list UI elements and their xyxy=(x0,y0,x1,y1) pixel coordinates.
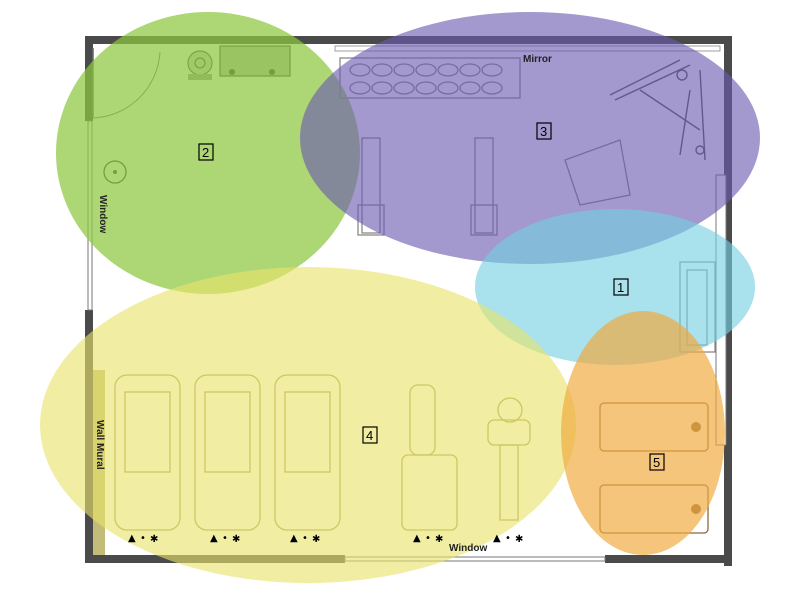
svg-text:3: 3 xyxy=(540,124,547,139)
zone-5-area xyxy=(561,311,725,555)
zone-5-label: 5 xyxy=(649,453,665,471)
zone-3-area xyxy=(300,12,760,264)
zone-3-label: 3 xyxy=(536,122,552,140)
svg-text:4: 4 xyxy=(366,428,373,443)
zone-2-area xyxy=(56,12,360,294)
mirror-label: Mirror xyxy=(523,54,552,65)
symbol-asterisk: ✱ xyxy=(435,534,443,545)
equipment-symbols: ▲ • ✱ ▲ • ✱ ▲ • ✱ ▲ • ✱ ▲ • ✱ xyxy=(128,533,523,545)
symbol-dot: • xyxy=(222,533,228,544)
symbol-dot: • xyxy=(505,533,511,544)
zone-2-label: 2 xyxy=(198,143,214,161)
symbol-asterisk: ✱ xyxy=(150,534,158,545)
zone-labels: 1 2 3 4 5 xyxy=(198,122,665,471)
svg-text:2: 2 xyxy=(202,145,209,160)
zone-1-label: 1 xyxy=(613,278,629,296)
symbol-dot: • xyxy=(140,533,146,544)
symbol-asterisk: ✱ xyxy=(515,534,523,545)
svg-text:5: 5 xyxy=(653,455,660,470)
symbol-triangle: ▲ xyxy=(128,533,136,544)
window-left-label: Window xyxy=(97,195,108,233)
zones xyxy=(40,12,760,583)
svg-text:1: 1 xyxy=(617,280,624,295)
window-bottom-label: Window xyxy=(449,543,487,554)
symbol-triangle: ▲ xyxy=(290,533,298,544)
zone-1-area xyxy=(475,209,755,365)
symbol-triangle: ▲ xyxy=(493,533,501,544)
zone-4-area xyxy=(40,267,576,583)
symbol-asterisk: ✱ xyxy=(312,534,320,545)
symbol-asterisk: ✱ xyxy=(232,534,240,545)
wall-mural-label: Wall Mural xyxy=(94,420,105,470)
symbol-dot: • xyxy=(425,533,431,544)
symbol-triangle: ▲ xyxy=(413,533,421,544)
symbol-dot: • xyxy=(302,533,308,544)
zone-4-label: 4 xyxy=(362,426,378,444)
symbol-triangle: ▲ xyxy=(210,533,218,544)
